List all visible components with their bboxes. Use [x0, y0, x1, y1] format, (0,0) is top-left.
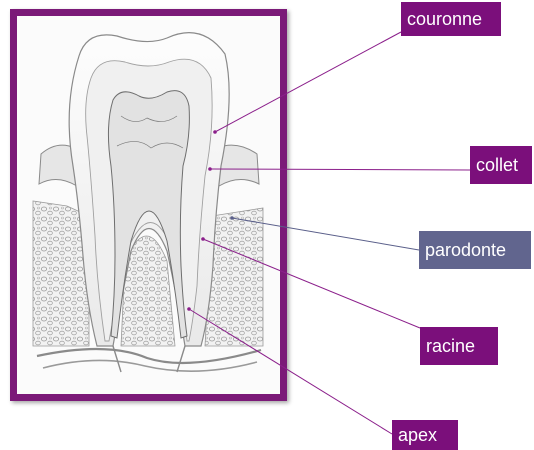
label-couronne: couronne	[401, 2, 501, 36]
leader-racine	[203, 239, 420, 328]
label-collet: collet	[470, 146, 532, 184]
label-parodonte: parodonte	[419, 231, 531, 269]
label-racine: racine	[420, 327, 498, 365]
arrow-racine	[201, 237, 205, 241]
arrow-apex	[187, 307, 191, 311]
arrow-couronne	[213, 130, 217, 134]
arrow-collet	[208, 167, 212, 171]
leader-couronne	[215, 32, 401, 132]
leader-parodonte	[232, 218, 419, 250]
leader-collet	[210, 169, 470, 170]
leader-apex	[189, 309, 392, 434]
label-apex: apex	[392, 420, 458, 450]
arrow-parodonte	[230, 216, 234, 220]
